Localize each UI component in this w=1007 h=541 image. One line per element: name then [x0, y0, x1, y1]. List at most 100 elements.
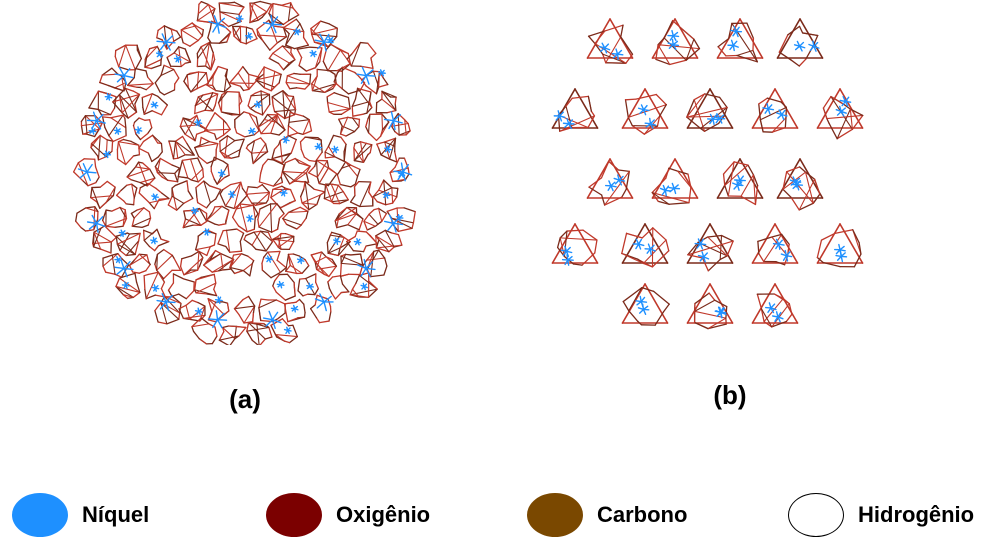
bond [339, 240, 351, 249]
bond [816, 256, 824, 264]
bond [798, 178, 816, 211]
bond [369, 144, 373, 154]
bond [651, 177, 667, 194]
bond [331, 231, 342, 236]
bond [317, 41, 325, 50]
bond [253, 137, 262, 142]
bond [299, 206, 309, 213]
bond [288, 240, 295, 250]
bond [171, 254, 175, 259]
bond [340, 253, 347, 264]
bond [356, 238, 361, 243]
bond [594, 239, 598, 254]
bond [91, 187, 101, 209]
bond [168, 140, 172, 149]
bond [627, 116, 633, 127]
legend-item-carbono: Carbono [527, 490, 687, 540]
bond [271, 228, 279, 233]
bond [176, 202, 185, 211]
bond [114, 273, 123, 278]
bond [251, 140, 256, 154]
bond [95, 113, 104, 122]
bond [337, 184, 344, 193]
bond [151, 93, 159, 97]
bond [566, 118, 570, 125]
bond [270, 271, 282, 279]
bond [287, 95, 295, 98]
bond [346, 53, 353, 60]
bond [351, 41, 362, 55]
bond [86, 221, 98, 225]
bond [621, 283, 646, 324]
bond [160, 68, 175, 76]
bond [372, 189, 380, 198]
bond [138, 187, 141, 194]
bond [404, 119, 407, 136]
bond [384, 257, 388, 267]
bond [304, 136, 322, 141]
bond [270, 14, 274, 25]
bond [245, 193, 253, 204]
bond [558, 115, 566, 118]
bond [311, 83, 326, 93]
bond [394, 157, 400, 168]
bond [212, 23, 219, 33]
bond [164, 296, 182, 305]
bond [145, 83, 154, 91]
bond [271, 90, 284, 98]
bond [212, 51, 216, 61]
bond [707, 317, 727, 330]
bond [363, 213, 370, 222]
bond [752, 174, 759, 187]
bond [159, 41, 167, 51]
bond [180, 22, 193, 31]
bond [154, 166, 169, 181]
bond [252, 154, 264, 165]
bond [299, 277, 307, 280]
bond [190, 72, 207, 93]
bond [707, 258, 721, 272]
bond [87, 181, 97, 187]
bond [697, 254, 705, 258]
bond [604, 24, 624, 32]
bond [756, 293, 763, 310]
bond [353, 126, 360, 133]
bond [272, 104, 276, 113]
bond [285, 33, 290, 46]
bond [130, 212, 135, 219]
panel-label-b: (b) [713, 380, 747, 410]
bond [248, 32, 252, 37]
bond [219, 11, 222, 21]
bond [147, 217, 152, 226]
bond [159, 157, 173, 166]
bond [203, 249, 216, 266]
bond [261, 269, 272, 279]
bond [722, 173, 726, 187]
bond [365, 117, 369, 128]
bond [256, 323, 260, 345]
bond [138, 253, 148, 256]
bond [397, 112, 406, 121]
bond [673, 184, 679, 190]
bond [210, 51, 214, 71]
bond [217, 91, 228, 104]
bond [717, 115, 725, 125]
bond [331, 258, 338, 267]
bond [392, 178, 407, 183]
bond [197, 155, 208, 165]
bond [195, 186, 198, 198]
bond [365, 142, 373, 146]
bond [212, 104, 216, 112]
bond [739, 175, 744, 181]
bond [93, 231, 112, 243]
bond [151, 110, 163, 116]
bond [357, 87, 373, 109]
bond [229, 253, 243, 268]
bond [282, 90, 297, 111]
bond [262, 40, 271, 51]
bond [771, 303, 790, 328]
bond [649, 244, 655, 250]
bond [640, 296, 646, 303]
bond [174, 77, 180, 85]
bond [121, 112, 129, 119]
